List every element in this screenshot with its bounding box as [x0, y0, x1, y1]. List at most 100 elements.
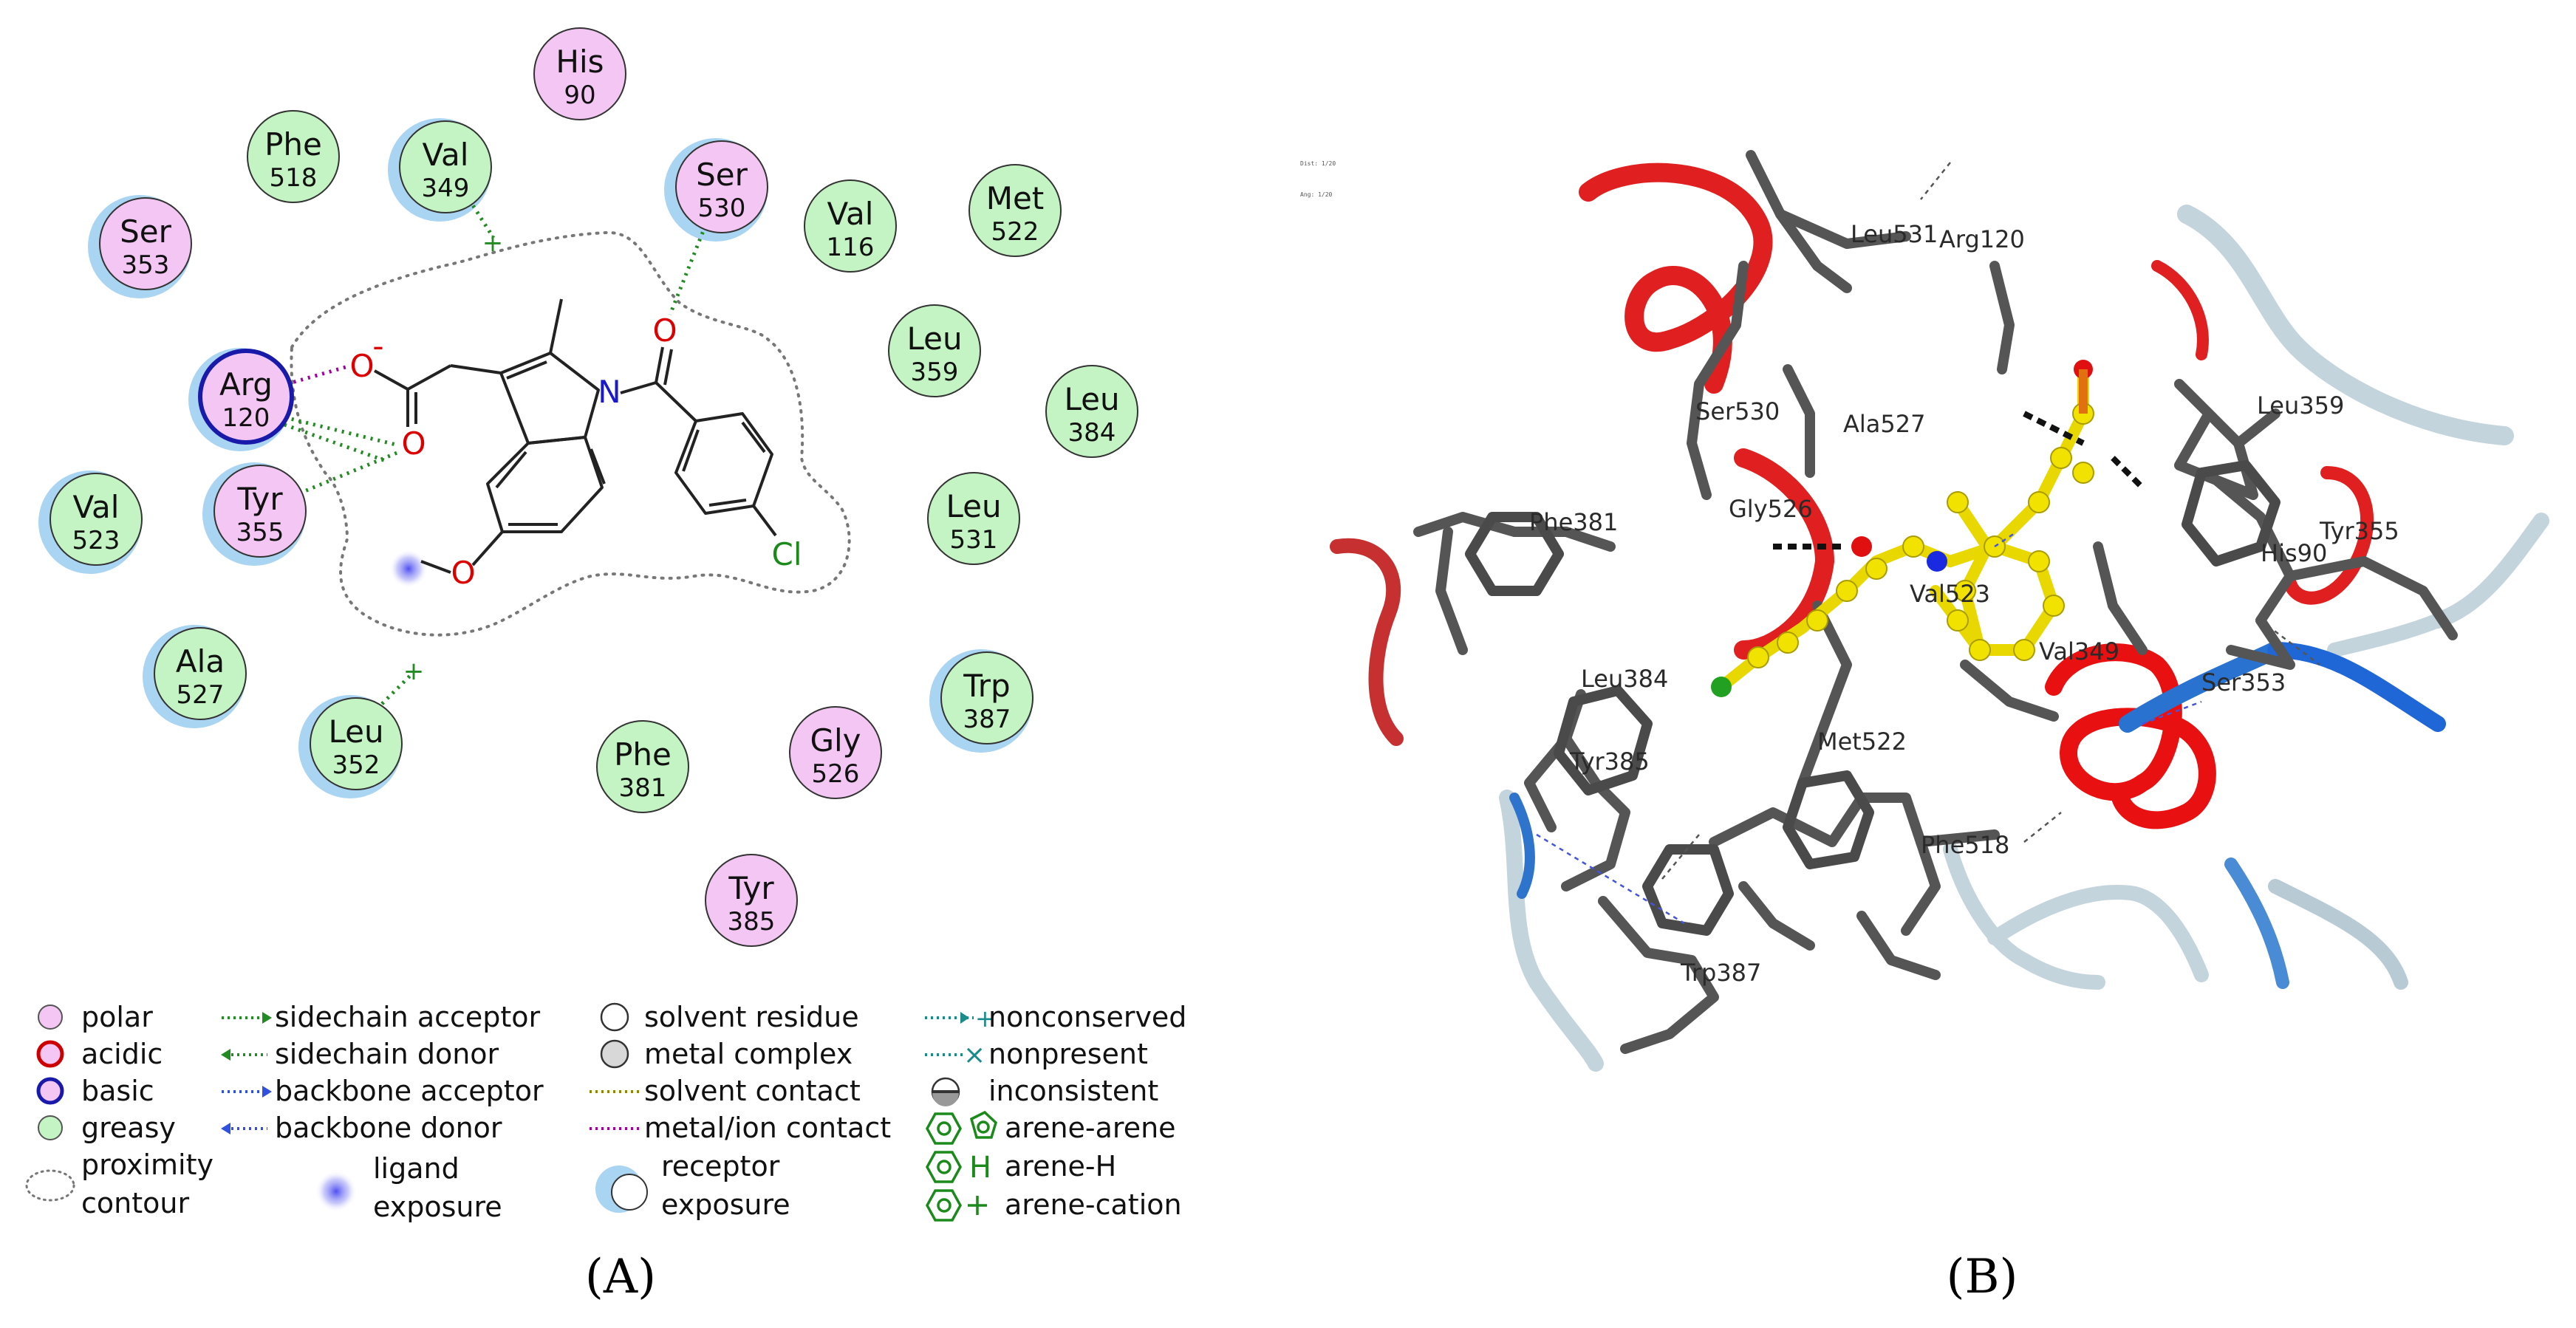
residue-number: 353 [122, 250, 170, 280]
hbond-marker: + [403, 657, 425, 686]
residue-number: 527 [177, 680, 225, 710]
ligand-exposure-blob [389, 550, 428, 588]
residue-leu384: Leu384 [1045, 365, 1138, 458]
residue-name: Val [73, 489, 120, 525]
residue-number: 522 [991, 217, 1039, 247]
legend-metal-complex: metal complex [644, 1038, 853, 1070]
residue-number: 116 [827, 233, 875, 262]
label-ser530: Ser530 [1695, 397, 1780, 425]
residue-his90: His90 [533, 27, 626, 120]
residue-disc [968, 164, 1062, 257]
residue-ser530: Ser530 [675, 140, 768, 233]
legend-polar: polar [81, 1001, 153, 1033]
hbond-tyr355 [298, 450, 400, 496]
residue-number: 352 [332, 750, 380, 780]
legend-receptor-exposure-2: exposure [661, 1188, 790, 1221]
residue-ser353: Ser353 [99, 197, 192, 290]
contact-lines-grey [1661, 162, 2320, 880]
legend-greasy: greasy [81, 1112, 176, 1144]
residue-number: 385 [728, 907, 776, 937]
label-gly526: Gly526 [1729, 495, 1813, 523]
atom-o-carbonyl: O [401, 425, 426, 462]
label-tyr355: Tyr355 [2319, 517, 2399, 545]
panel-b-label: (B) [1947, 1250, 2018, 1304]
panel-b-3d-rendering: Dist: 1/20 Ang: 1/20 [1300, 150, 2549, 1304]
label-tyr385: Tyr385 [1569, 747, 1650, 776]
legend-polar-swatch [38, 1004, 63, 1030]
legend-ligand-exposure-swatch [315, 1171, 357, 1212]
residue-number: 359 [911, 357, 959, 387]
residue-phe518: Phe518 [247, 110, 340, 203]
residue-name: Leu [1064, 381, 1119, 417]
residue-name: Leu [946, 488, 1001, 524]
residue-number: 523 [72, 526, 120, 555]
legend-acidic: acidic [81, 1038, 163, 1070]
residue-leu359: Leu359 [888, 304, 981, 397]
legend-nonconserved: nonconserved [988, 1001, 1186, 1033]
atom-o-amide: O [652, 312, 677, 349]
residue-number: 387 [963, 705, 1011, 734]
residue-number: 384 [1068, 418, 1116, 448]
legend-backbone-acceptor: backbone acceptor [275, 1075, 544, 1107]
panel-a-interaction-diagram: + + [25, 27, 1186, 1304]
legend-arene-h-icon [926, 1151, 962, 1183]
hbond-marker: + [482, 228, 504, 258]
residue-name: Tyr [728, 870, 774, 906]
legend-solvent-residue-swatch [600, 1002, 629, 1032]
residue-disc [198, 349, 294, 445]
legend-arene-arene: arene-arene [1005, 1112, 1176, 1144]
residue-name: Leu [328, 713, 383, 750]
residue-tyr355: Tyr355 [213, 465, 307, 558]
legend-solvent-contact: solvent contact [644, 1075, 861, 1107]
legend-arene-h-letter: H [969, 1151, 991, 1185]
ribbons-background [1499, 205, 2549, 1072]
legend-metal-complex-swatch [600, 1039, 629, 1069]
residue-name: Tyr [236, 481, 283, 517]
residue-disc [533, 27, 626, 120]
atom-n: N [598, 374, 621, 410]
legend-ligand-exposure-2: exposure [373, 1191, 502, 1223]
legend-ligand-exposure-1: ligand [373, 1152, 459, 1185]
residue-disc [789, 706, 882, 799]
residue-name: Gly [810, 722, 861, 759]
legend-greasy-swatch [38, 1115, 63, 1140]
residue-name: Ser [696, 157, 748, 193]
residue-disc [888, 304, 981, 397]
charge-minus: - [372, 328, 383, 364]
label-val523: Val523 [1910, 580, 1990, 608]
hbond-leu352 [375, 674, 411, 711]
residue-number: 518 [270, 163, 318, 193]
legend-basic-swatch [36, 1077, 64, 1105]
residue-ala527: Ala527 [154, 627, 247, 720]
legend-proximity-1: proximity [81, 1149, 213, 1181]
proximity-contour [290, 230, 851, 637]
residue-disc [940, 651, 1034, 745]
label-his90: His90 [2261, 539, 2327, 567]
svg-text:×: × [963, 1040, 985, 1070]
legend-receptor-exposure-1: receptor [661, 1150, 780, 1182]
legend-proximity-swatch [25, 1169, 75, 1202]
residue-name: Ser [120, 213, 172, 250]
residue-number: 355 [236, 518, 284, 547]
tiny-readout-2: Ang: 1/20 [1300, 191, 1333, 198]
panel-a-label: (A) [585, 1250, 656, 1304]
legend-backbone-donor: backbone donor [275, 1112, 502, 1144]
label-arg120: Arg120 [1939, 225, 2025, 253]
label-phe381: Phe381 [1529, 508, 1618, 536]
residue-leu531: Leu531 [927, 472, 1020, 565]
residue-number: 120 [222, 403, 270, 433]
contact-lines [1536, 530, 2202, 925]
residue-number: 381 [619, 773, 667, 803]
ribbons-helices [1330, 162, 2446, 989]
residue-disc [804, 179, 897, 273]
residue-tyr385: Tyr385 [705, 854, 798, 947]
residue-number: 530 [698, 194, 746, 223]
residue-name: Val [423, 137, 469, 173]
legend-sidechain-acceptor: sidechain acceptor [275, 1001, 541, 1033]
legend-inconsistent: inconsistent [988, 1075, 1158, 1107]
residue-phe381: Phe381 [596, 720, 689, 813]
ligand-structure [374, 298, 777, 574]
